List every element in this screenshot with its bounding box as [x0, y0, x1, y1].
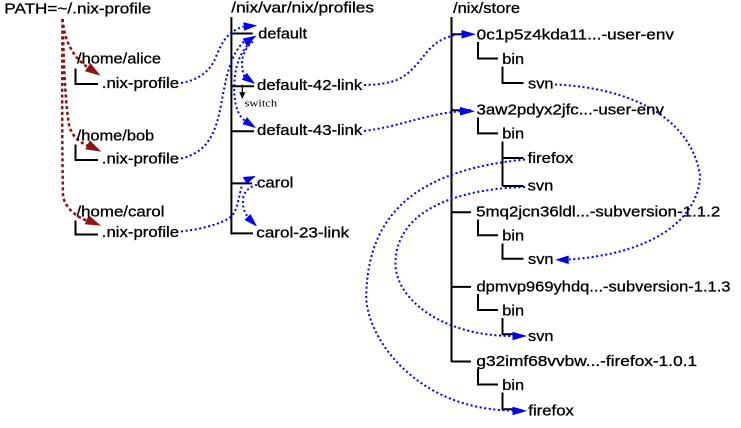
- svg-text:/nix/store: /nix/store: [453, 0, 520, 17]
- svg-text:default-43-link: default-43-link: [257, 122, 363, 139]
- svg-text:bin: bin: [502, 302, 524, 319]
- svg-text:svn: svn: [528, 251, 554, 268]
- svg-text:default-42-link: default-42-link: [257, 77, 363, 94]
- svg-text:/nix/var/nix/profiles: /nix/var/nix/profiles: [231, 0, 374, 17]
- svg-text:3aw2pdyx2jfc...-user-env: 3aw2pdyx2jfc...-user-env: [477, 102, 665, 119]
- svg-text:5mq2jcn36ldl...-subversion-1.1: 5mq2jcn36ldl...-subversion-1.1.2: [476, 204, 720, 221]
- svg-text:bin: bin: [502, 377, 524, 394]
- svg-text:dpmvp969yhdq...-subversion-1.1: dpmvp969yhdq...-subversion-1.1.3: [477, 278, 731, 295]
- svg-text:svn: svn: [528, 178, 554, 195]
- svg-text:firefox: firefox: [528, 150, 574, 167]
- svg-text:svn: svn: [528, 75, 554, 92]
- svg-text:carol-23-link: carol-23-link: [256, 224, 349, 241]
- svg-text:PATH=~/.nix-profile: PATH=~/.nix-profile: [4, 0, 151, 17]
- svg-text:bin: bin: [502, 51, 524, 68]
- svg-text:/home/alice: /home/alice: [77, 51, 161, 68]
- svg-text:.nix-profile: .nix-profile: [102, 75, 179, 92]
- svg-text:bin: bin: [502, 228, 524, 245]
- svg-text:.nix-profile: .nix-profile: [102, 224, 179, 241]
- svg-text:g32imf68vvbw...-firefox-1.0.1: g32imf68vvbw...-firefox-1.0.1: [476, 353, 697, 370]
- svg-text:bin: bin: [502, 126, 524, 143]
- svg-text:firefox: firefox: [528, 402, 574, 419]
- svg-text:default: default: [258, 25, 308, 42]
- svg-text:svn: svn: [528, 328, 554, 345]
- svg-text:switch: switch: [245, 98, 278, 110]
- svg-text:/home/carol: /home/carol: [77, 204, 165, 221]
- svg-text:/home/bob: /home/bob: [77, 128, 155, 145]
- svg-text:carol: carol: [257, 174, 293, 191]
- svg-text:0c1p5z4kda11...-user-env: 0c1p5z4kda11...-user-env: [477, 26, 675, 43]
- svg-text:.nix-profile: .nix-profile: [102, 150, 179, 167]
